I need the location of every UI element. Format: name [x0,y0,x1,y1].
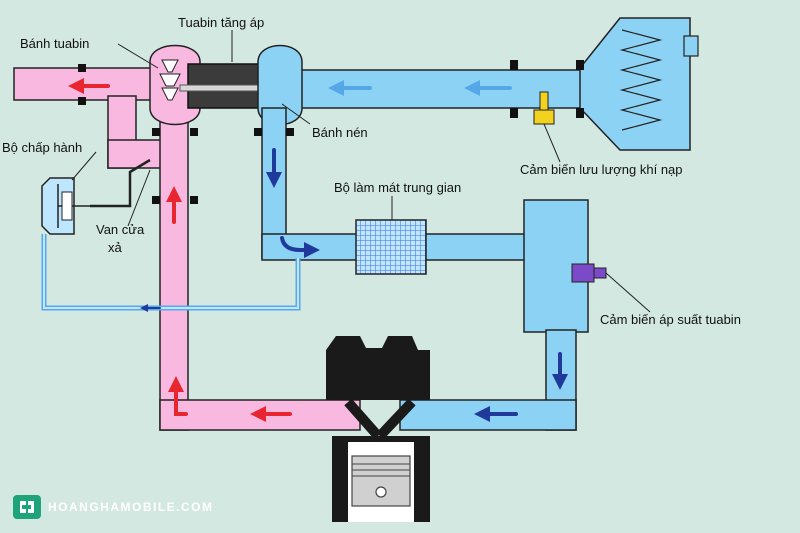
air-filter [579,17,699,151]
label-turbocharger: Tuabin tăng áp [178,15,265,30]
intake-inlet-pipe [274,69,606,109]
label-wastegate-valve-2: xả [108,240,122,255]
flow-arrows [68,78,568,422]
label-compressor-wheel: Bánh nén [312,125,368,140]
label-airflow-sensor: Cảm biến lưu lượng khí nạp [520,162,683,177]
exhaust-bypass-elbow [107,139,169,169]
piston-pin [375,486,387,498]
engine [326,336,430,522]
arrow-to-intercooler [280,236,320,258]
boost-pressure-sensor [571,263,651,313]
exhaust-riser-pipe [159,99,189,431]
brand-name: HOANGHAMOBILE.COM [48,500,214,514]
brand-watermark: HOANGHAMOBILE.COM [12,494,214,520]
air-filter-element [619,29,663,131]
air-filter-cap [683,35,699,57]
label-wastegate-valve-1: Van cửa [96,222,145,237]
turbine-wheel-blades [159,59,181,101]
arrow-exhaust-up-2 [168,376,188,416]
label-boost-pressure-sensor: Cảm biến áp suất tuabin [600,312,741,327]
pipe-clamps [78,60,584,204]
label-intercooler: Bộ làm mát trung gian [334,180,462,195]
intercooler-core [355,219,427,275]
label-actuator: Bộ chấp hành [2,140,83,155]
airflow-sensor [533,91,561,163]
air-filter-housing [579,17,691,151]
actuator-rod [90,158,151,208]
actuator-spring [61,191,73,221]
engine-ports [344,398,416,440]
brand-logo-icon [13,495,41,519]
label-turbine-wheel: Bánh tuabin [20,36,90,51]
label-leaders [71,30,393,227]
engine-cylinder-head [326,336,430,400]
intake-system [257,44,606,431]
actuator-assembly [41,158,301,311]
